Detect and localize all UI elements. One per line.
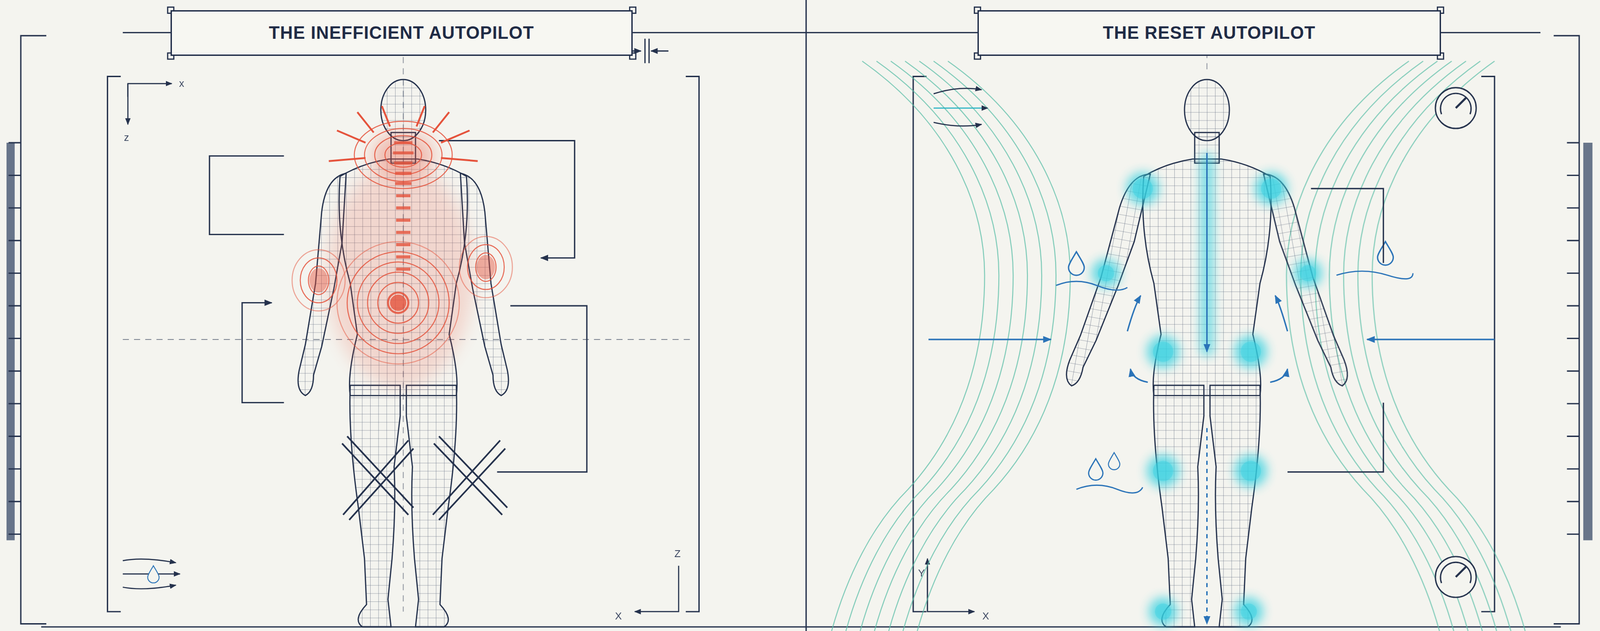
axis-icon — [128, 83, 975, 612]
axis-label: z — [123, 131, 129, 144]
strain-highlights — [292, 106, 513, 388]
ruler-ticks — [1567, 142, 1580, 535]
axis-label: x — [179, 77, 185, 90]
wireframe-figure — [1064, 79, 1350, 628]
title-text: THE INEFFICIENT AUTOPILOT — [268, 23, 535, 43]
wireframe-figure — [298, 79, 509, 628]
title-box: THE INEFFICIENT AUTOPILOT — [170, 10, 633, 56]
right-bracket — [1553, 35, 1580, 624]
flow-lines — [831, 61, 1526, 631]
knee-cross — [341, 436, 507, 521]
airflow-icon — [122, 559, 181, 589]
title-text: THE RESET AUTOPILOT — [1102, 23, 1316, 43]
panel-divider — [805, 0, 807, 631]
leader-lines — [1287, 188, 1384, 472]
joint-glows — [1091, 152, 1323, 627]
wind-icon — [933, 88, 988, 127]
ruler-ticks — [8, 142, 21, 535]
force-arrows — [928, 152, 1495, 625]
ruler-bar — [1583, 142, 1593, 541]
title-box: THE RESET AUTOPILOT — [977, 10, 1441, 56]
axis-label: X — [982, 610, 990, 623]
droplet-icons — [1056, 241, 1413, 494]
corner-marks — [167, 6, 1444, 60]
panel-frame — [913, 76, 1495, 613]
base-line — [41, 626, 1561, 629]
axis-label: Y — [917, 567, 925, 580]
axis-label: Z — [674, 548, 681, 561]
left-bracket — [20, 35, 47, 624]
axis-label: X — [615, 610, 623, 623]
ruler-bar — [6, 142, 15, 541]
gauge-icons — [1435, 87, 1477, 598]
frame-lines — [6, 0, 1593, 631]
